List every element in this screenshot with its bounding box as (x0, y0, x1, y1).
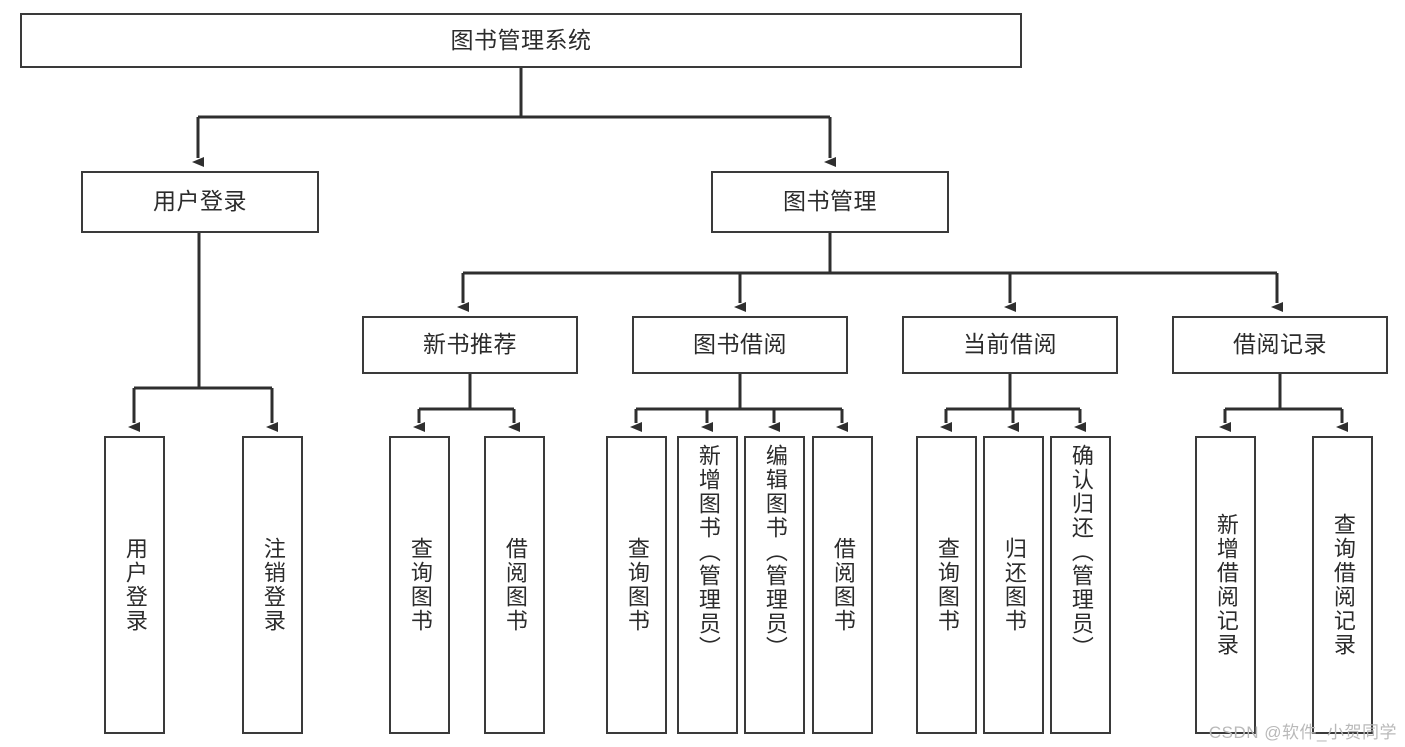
node-leaf-borrow-book-recommend[interactable]: 借阅图书 (484, 436, 545, 734)
node-book-borrow-label: 图书借阅 (693, 331, 787, 358)
node-borrow-records-label: 借阅记录 (1233, 331, 1327, 358)
node-leaf-borrow-book-label: 借阅图书 (830, 537, 856, 633)
node-current-borrow-label: 当前借阅 (963, 331, 1057, 358)
node-book-management[interactable]: 图书管理 (711, 171, 949, 233)
node-leaf-query-borrow-record[interactable]: 查询借阅记录 (1312, 436, 1373, 734)
node-book-management-label: 图书管理 (783, 188, 877, 215)
node-leaf-logout-login[interactable]: 注销登录 (242, 436, 303, 734)
node-leaf-query-book-current[interactable]: 查询图书 (916, 436, 977, 734)
node-leaf-query-book-current-label: 查询图书 (934, 537, 960, 633)
node-new-book-recommend[interactable]: 新书推荐 (362, 316, 578, 374)
node-leaf-confirm-return-admin[interactable]: 确认归还（管理员） (1050, 436, 1111, 734)
node-book-borrow[interactable]: 图书借阅 (632, 316, 848, 374)
node-leaf-return-book[interactable]: 归还图书 (983, 436, 1044, 734)
node-leaf-edit-book-admin-label: 编辑图书（管理员） (762, 444, 788, 660)
node-user-login[interactable]: 用户登录 (81, 171, 319, 233)
node-leaf-query-borrow-record-label: 查询借阅记录 (1330, 513, 1356, 657)
watermark-text: CSDN @软件_小贺同学 (1208, 723, 1397, 742)
node-leaf-edit-book-admin[interactable]: 编辑图书（管理员） (744, 436, 805, 734)
node-leaf-add-book-admin[interactable]: 新增图书（管理员） (677, 436, 738, 734)
node-user-login-label: 用户登录 (153, 188, 247, 215)
node-leaf-add-borrow-record-label: 新增借阅记录 (1213, 513, 1239, 657)
node-leaf-query-book-recommend[interactable]: 查询图书 (389, 436, 450, 734)
node-leaf-add-book-admin-label: 新增图书（管理员） (695, 444, 721, 660)
node-leaf-borrow-book-recommend-label: 借阅图书 (502, 537, 528, 633)
node-leaf-return-book-label: 归还图书 (1001, 537, 1027, 633)
node-root-label: 图书管理系统 (450, 26, 592, 53)
node-leaf-borrow-book[interactable]: 借阅图书 (812, 436, 873, 734)
node-current-borrow[interactable]: 当前借阅 (902, 316, 1118, 374)
node-borrow-records[interactable]: 借阅记录 (1172, 316, 1388, 374)
node-leaf-user-login[interactable]: 用户登录 (104, 436, 165, 734)
node-new-book-recommend-label: 新书推荐 (423, 331, 517, 358)
node-leaf-query-book-borrow-label: 查询图书 (624, 537, 650, 633)
node-leaf-query-book-recommend-label: 查询图书 (407, 537, 433, 633)
node-root[interactable]: 图书管理系统 (20, 13, 1022, 68)
node-leaf-logout-login-label: 注销登录 (260, 537, 286, 633)
node-leaf-add-borrow-record[interactable]: 新增借阅记录 (1195, 436, 1256, 734)
node-leaf-user-login-label: 用户登录 (122, 537, 148, 633)
node-leaf-query-book-borrow[interactable]: 查询图书 (606, 436, 667, 734)
node-leaf-confirm-return-admin-label: 确认归还（管理员） (1068, 444, 1094, 660)
